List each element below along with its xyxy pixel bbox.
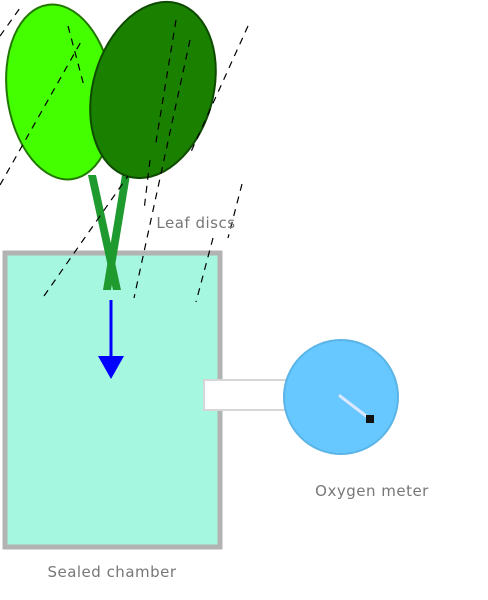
light-ray [0, 7, 21, 37]
leaf-stems [88, 175, 130, 290]
gauge-needle-icon [338, 394, 372, 421]
light-ray [189, 25, 249, 155]
light-rays [0, 7, 249, 303]
label-oxygen-meter: Oxygen meter [315, 482, 429, 500]
light-ray [133, 39, 191, 299]
light-ray [195, 237, 214, 303]
label-leaf-discs: Leaf discs [156, 214, 235, 232]
light-ray [67, 25, 85, 87]
connector-tube [203, 379, 291, 411]
light-ray [43, 175, 129, 297]
light-ray [227, 183, 243, 239]
stem-right [103, 175, 130, 290]
label-sealed-chamber: Sealed chamber [47, 563, 176, 581]
light-ray [143, 159, 151, 211]
arrow-down-icon [98, 300, 124, 379]
sealed-chamber [2, 250, 223, 550]
light-ray [0, 39, 83, 186]
light-ray [154, 19, 177, 149]
oxygen-meter [283, 339, 399, 455]
gauge-needle-tip [366, 415, 374, 423]
